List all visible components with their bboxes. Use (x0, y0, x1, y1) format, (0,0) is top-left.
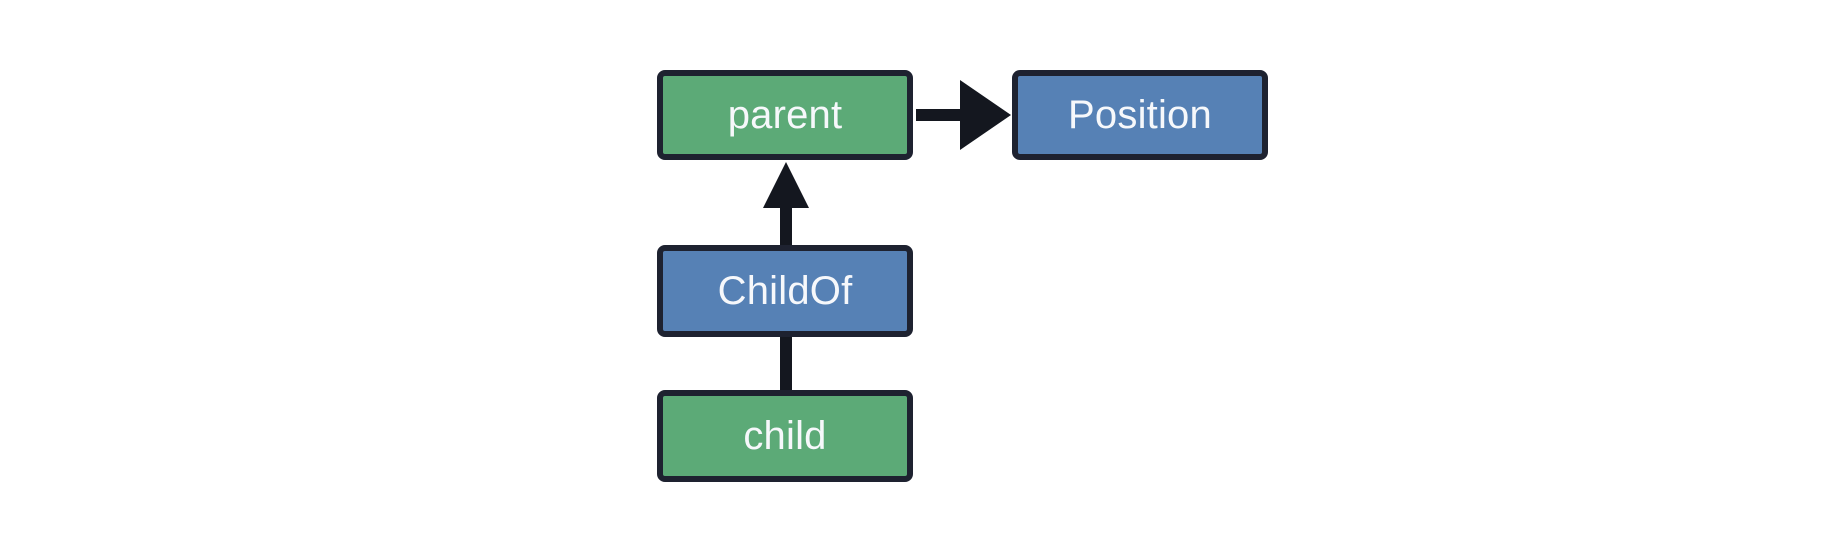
node-childof[interactable]: ChildOf (657, 245, 913, 337)
node-parent-label: parent (727, 93, 843, 137)
node-child-label: child (743, 414, 827, 458)
node-position[interactable]: Position (1012, 70, 1268, 160)
node-childof-label: ChildOf (717, 269, 853, 313)
node-child[interactable]: child (657, 390, 913, 482)
node-position-label: Position (1068, 93, 1212, 137)
edge-childof-to-parent (763, 162, 809, 248)
node-parent[interactable]: parent (657, 70, 913, 160)
edge-child-to-childof (780, 335, 792, 392)
edge-parent-to-position (916, 80, 1011, 150)
